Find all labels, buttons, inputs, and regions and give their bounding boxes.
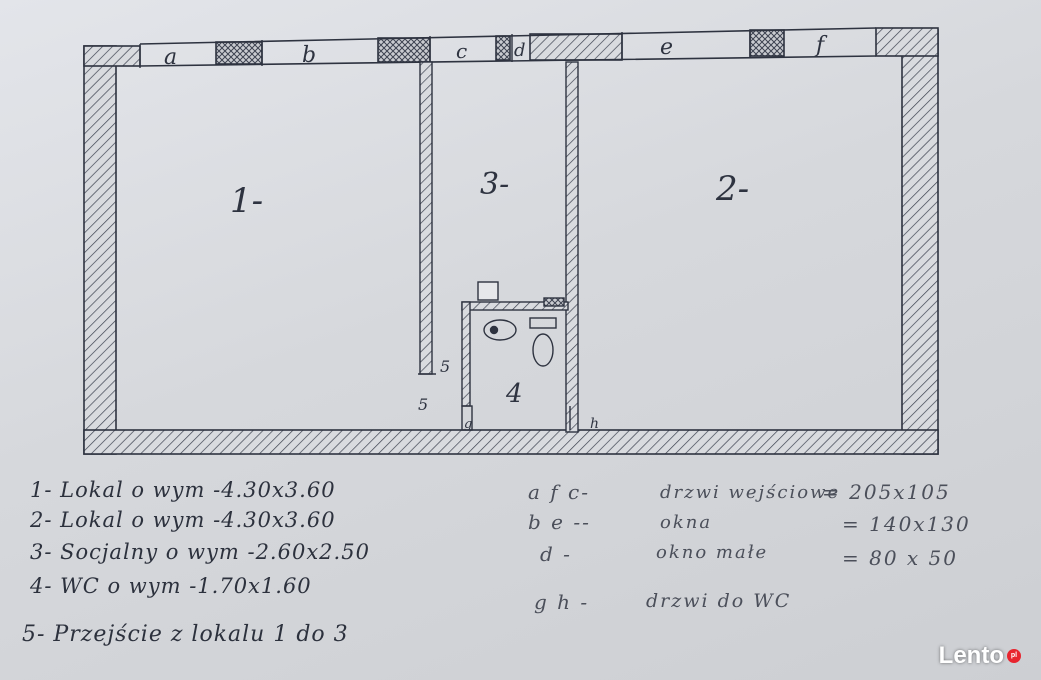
wc-fixtures <box>418 281 571 431</box>
legend-openings-keys-2: b e -- <box>528 510 591 534</box>
toilet-icon <box>532 333 554 367</box>
marker-h: h <box>590 416 599 432</box>
legend-openings-desc-4: drzwi do WC <box>646 590 792 612</box>
interior-walls <box>419 61 579 433</box>
sink-icon <box>483 319 517 341</box>
boiler-icon <box>477 281 499 301</box>
opening-a-label: a <box>164 45 177 70</box>
left-wall <box>83 45 117 455</box>
room-label-4: 4 <box>505 379 523 409</box>
legend-openings-keys-3: d - <box>540 542 572 566</box>
top-wall-cross-4 <box>749 29 785 57</box>
legend-openings-desc-2: okna <box>660 512 713 533</box>
legend-openings-desc-3: okno małe <box>656 542 769 563</box>
top-wall-right <box>875 27 939 57</box>
right-wall <box>901 29 939 455</box>
wall-between-3-2 <box>565 61 579 433</box>
opening-c-label: c <box>456 39 467 63</box>
lento-logo-dot: pl <box>1007 649 1021 663</box>
passage-markers: 5 5 g h <box>418 357 599 432</box>
room-label-3: 3- <box>480 167 509 202</box>
wc-left-wall <box>461 301 471 407</box>
room-label-2: 2- <box>715 169 749 209</box>
room-label-1: 1- <box>230 181 263 221</box>
legend-room-5: 5- Przejście z lokalu 1 do 3 <box>22 622 349 647</box>
opening-e-label: e <box>660 35 673 60</box>
opening-b-label: b <box>302 43 316 68</box>
legend-room-3: 3- Socjalny o wym -2.60x2.50 <box>30 540 370 564</box>
legend-room-1: 1- Lokal o wym -4.30x3.60 <box>30 478 336 502</box>
marker-g: g <box>464 417 472 432</box>
marker-5-upper: 5 <box>440 357 450 376</box>
lento-logo-text: Lento <box>938 642 1004 669</box>
room-labels: 1- 2- 3- 4 <box>230 167 749 409</box>
legend-room-2: 2- Lokal o wym -4.30x3.60 <box>30 508 336 532</box>
window-d-icon <box>543 297 565 307</box>
legend-openings-dims-1: = 205x105 <box>822 480 951 504</box>
marker-5-lower: 5 <box>418 395 428 414</box>
legend-openings-keys-4: g h - <box>534 590 590 614</box>
legend-openings-dims-3: = 80 x 50 <box>842 546 959 570</box>
legend-openings-keys-1: a f c- <box>528 480 590 504</box>
toilet-tank-icon <box>529 317 557 329</box>
outer-walls <box>83 27 939 455</box>
opening-dividers <box>139 30 751 68</box>
legend-openings-dims-2: = 140x130 <box>842 512 971 536</box>
legend-openings-desc-1: drzwi wejściowe <box>660 482 841 503</box>
bottom-wall <box>83 429 939 455</box>
wall-between-1-3 <box>419 61 433 375</box>
top-wall-cross-3 <box>495 35 511 61</box>
top-wall-left <box>83 45 141 67</box>
legend-room-4: 4- WC o wym -1.70x1.60 <box>30 574 312 598</box>
top-wall-mid <box>529 33 623 61</box>
opening-d-label: d <box>514 40 526 61</box>
top-wall-cross-2 <box>377 37 431 63</box>
top-wall-cross-1 <box>215 41 263 65</box>
opening-f-label: f <box>814 33 828 58</box>
floor-plan: 1- 2- 3- 4 a b c d e f 5 5 g h <box>83 27 939 455</box>
lento-logo: Lento pl <box>939 642 1021 670</box>
